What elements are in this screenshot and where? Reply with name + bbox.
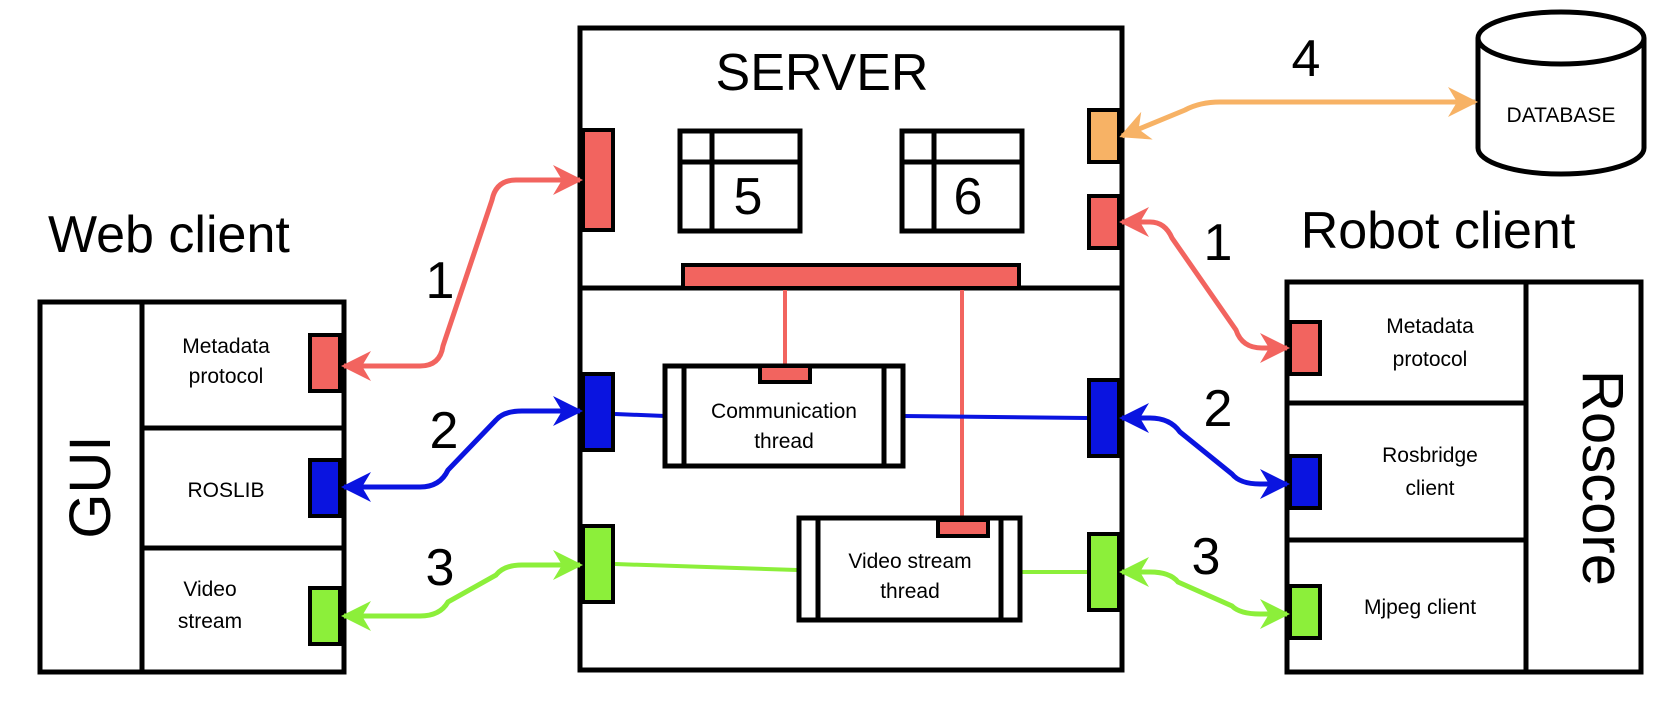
link-number-right-1: 1 — [1204, 214, 1233, 272]
link-robot-mjpeg — [1119, 557, 1290, 629]
link-number-left-3: 3 — [426, 539, 455, 597]
database-label: DATABASE — [1507, 104, 1616, 127]
web-metadata-label-line1: Metadata — [182, 335, 270, 358]
link-web-roslib — [341, 396, 583, 502]
database: DATABASE — [1475, 9, 1647, 177]
link-number-right-2: 2 — [1204, 380, 1233, 438]
server-shared-bus — [681, 263, 1021, 290]
server-left-ros-port — [581, 372, 615, 452]
robot-client: Robot client Roscore Metadata protocol R… — [1284, 202, 1644, 675]
server-left-metadata-port — [581, 128, 615, 232]
robot-metadata-label-line1: Metadata — [1386, 315, 1474, 338]
comm-thread-label-line2: thread — [754, 430, 814, 453]
table-5: 5 — [677, 128, 803, 234]
table-6: 6 — [899, 128, 1025, 234]
video-thread-label-line2: thread — [880, 580, 940, 603]
communication-thread: Communication thread — [662, 363, 906, 469]
link-number-left-2: 2 — [430, 402, 459, 460]
robot-rosbridge-port — [1288, 454, 1322, 510]
robot-mjpeg-port — [1288, 584, 1322, 640]
link-number-right-3: 3 — [1192, 528, 1221, 586]
robot-rosbridge-label-line1: Rosbridge — [1382, 444, 1478, 467]
server: SERVER 5 6 — [577, 25, 1125, 673]
web-client-title: Web client — [48, 206, 290, 264]
server-title: SERVER — [716, 44, 929, 102]
server-right-video-port — [1087, 532, 1121, 612]
link-numbers: 1 2 3 1 2 3 4 — [426, 30, 1321, 597]
link-number-left-1: 1 — [426, 252, 455, 310]
web-roslib-label: ROSLIB — [187, 479, 264, 502]
connections — [341, 87, 1478, 631]
link-robot-metadata — [1119, 207, 1290, 363]
video-thread-label-line1: Video stream — [848, 550, 971, 573]
video-stream-thread: Video stream thread — [796, 515, 1023, 623]
web-client-box — [37, 299, 347, 675]
server-left-video-port — [581, 524, 615, 604]
robot-metadata-label-line2: protocol — [1393, 348, 1468, 371]
table-5-label: 5 — [734, 168, 763, 226]
server-right-metadata-port — [1087, 194, 1121, 250]
web-metadata-label-line2: protocol — [189, 365, 264, 388]
web-metadata-port — [308, 333, 342, 393]
server-database-port — [1087, 108, 1121, 164]
web-video-label-line2: stream — [178, 610, 242, 633]
link-number-database-4: 4 — [1292, 30, 1321, 88]
web-video-label-line1: Video — [183, 578, 236, 601]
link-robot-rosbridge — [1119, 403, 1290, 499]
robot-mjpeg-label: Mjpeg client — [1364, 596, 1476, 619]
robot-client-title: Robot client — [1301, 202, 1576, 260]
robot-rosbridge-label-line2: client — [1405, 477, 1454, 500]
table-6-label: 6 — [954, 168, 983, 226]
gui-label: GUI — [58, 435, 123, 538]
web-video-port — [308, 586, 342, 646]
robot-client-box — [1284, 279, 1644, 675]
link-database — [1119, 87, 1478, 140]
web-client: Web client GUI Metadata protocol ROSLIB … — [37, 206, 347, 675]
link-web-video — [341, 550, 583, 631]
web-roslib-port — [308, 458, 342, 518]
robot-metadata-port — [1288, 320, 1322, 376]
roscore-label: Roscore — [1570, 370, 1635, 586]
server-right-ros-port — [1087, 378, 1121, 458]
comm-thread-label-line1: Communication — [711, 400, 857, 423]
link-web-metadata — [341, 165, 583, 381]
